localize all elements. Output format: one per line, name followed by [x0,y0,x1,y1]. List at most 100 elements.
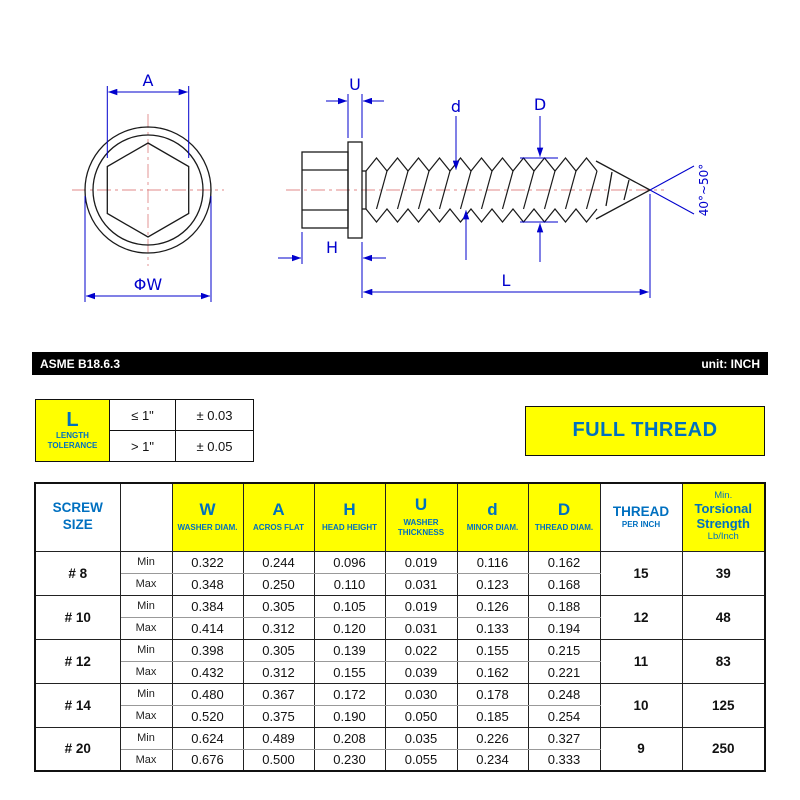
screw-size-cell: # 10 [34,594,121,640]
column-symbol: U [414,495,428,515]
header-row: SCREW SIZE W WASHER DIAM. A ACROS FLAT H… [34,482,766,552]
value-cell: 0.520 [171,704,244,728]
tolerance-title: LENGTH TOLERANCE [47,431,98,450]
dim-label-l: L [502,271,511,290]
full-thread-label: FULL THREAD [572,419,718,441]
value-cell: 0.221 [527,660,601,684]
column-header-thread-per-inch: THREAD PER INCH [599,482,683,552]
strength-cell: 48 [681,594,766,640]
min-label-cell: Min [119,682,173,706]
table-row: # 8 Min 0.322 0.244 0.096 0.019 0.116 0.… [34,550,766,596]
value-cell: 0.398 [171,638,244,662]
column-header-d-minor: d MINOR DIAM. [456,482,529,552]
value-cell: 0.116 [456,550,529,574]
strength-cell: 125 [681,682,766,728]
column-header-screw-size: SCREW SIZE [34,482,121,552]
value-cell: 0.105 [313,594,386,618]
min-label-cell: Min [119,594,173,618]
value-cell: 0.178 [456,682,529,706]
value-cell: 0.215 [527,638,601,662]
value-cell: 0.367 [242,682,315,706]
max-label-cell: Max [119,660,173,684]
table-row: # 20 Min 0.624 0.489 0.208 0.035 0.226 0… [34,726,766,772]
column-desc: ACROS FLAT [253,523,304,533]
value-cell: 0.188 [527,594,601,618]
strength-header-line4: Lb/Inch [707,531,739,543]
column-header-u: U WASHER THICKNESS [384,482,458,552]
value-cell: 0.030 [384,682,458,706]
thread-per-inch-cell: 12 [599,594,683,640]
value-cell: 0.244 [242,550,315,574]
value-cell: 0.096 [313,550,386,574]
strength-header-line3: Strength [696,516,750,532]
min-label-cell: Min [119,726,173,750]
table-row: # 12 Min 0.398 0.305 0.139 0.022 0.155 0… [34,638,766,684]
value-cell: 0.333 [527,748,601,772]
tolerance-value: ± 0.05 [175,430,254,462]
value-cell: 0.190 [313,704,386,728]
table-row: Max 0.520 0.375 0.190 0.050 0.185 0.254 [35,704,765,728]
value-cell: 0.414 [171,616,244,640]
thread-pattern [365,157,598,223]
screw-size-cell: # 8 [34,550,121,596]
dim-label-a: A [143,71,154,90]
middle-row: L LENGTH TOLERANCE ≤ 1" ± 0.03 > 1" ± 0.… [35,399,765,462]
value-cell: 0.432 [171,660,244,684]
min-label-cell: Min [119,550,173,574]
value-cell: 0.055 [384,748,458,772]
unit-label: unit: INCH [701,356,760,371]
value-cell: 0.039 [384,660,458,684]
value-cell: 0.348 [171,572,244,596]
column-header-blank [119,482,173,552]
technical-drawing: A ΦW U d D H L 40°~50° ASME B18.6.3 unit… [0,0,800,375]
full-thread-banner: FULL THREAD [525,405,765,456]
column-header-h: H HEAD HEIGHT [313,482,386,552]
value-cell: 0.019 [384,550,458,574]
value-cell: 0.019 [384,594,458,618]
value-cell: 0.022 [384,638,458,662]
value-cell: 0.254 [527,704,601,728]
value-cell: 0.172 [313,682,386,706]
value-cell: 0.480 [171,682,244,706]
value-cell: 0.185 [456,704,529,728]
dim-label-phi-w: ΦW [134,275,163,294]
column-header-w: W WASHER DIAM. [171,482,244,552]
value-cell: 0.248 [527,682,601,706]
value-cell: 0.624 [171,726,244,750]
value-cell: 0.322 [171,550,244,574]
value-cell: 0.120 [313,616,386,640]
value-cell: 0.208 [313,726,386,750]
strength-cell: 83 [681,638,766,684]
value-cell: 0.489 [242,726,315,750]
value-cell: 0.162 [456,660,529,684]
value-cell: 0.123 [456,572,529,596]
strength-header-line2: Torsional [694,501,753,517]
table-row: Max 0.414 0.312 0.120 0.031 0.133 0.194 [35,616,765,640]
thread-per-inch-cell: 11 [599,638,683,684]
centerlines [72,114,664,266]
column-header-d-major: D THREAD DIAM. [527,482,601,552]
value-cell: 0.168 [527,572,601,596]
value-cell: 0.676 [171,748,244,772]
dim-label-u: U [349,75,361,94]
dim-label-tip-angle: 40°~50° [697,164,711,217]
thread-per-inch-cell: 15 [599,550,683,596]
value-cell: 0.155 [313,660,386,684]
column-symbol: D [557,500,571,520]
max-label-cell: Max [119,616,173,640]
standard-bar: ASME B18.6.3 unit: INCH [32,352,768,375]
value-cell: 0.305 [242,594,315,618]
tolerance-row: L LENGTH TOLERANCE ≤ 1" ± 0.03 [35,399,254,462]
column-desc: WASHER DIAM. [177,523,238,533]
value-cell: 0.234 [456,748,529,772]
column-desc: THREAD DIAM. [534,523,594,533]
table-row: # 14 Min 0.480 0.367 0.172 0.030 0.178 0… [34,682,766,728]
value-cell: 0.327 [527,726,601,750]
table-row: Max 0.348 0.250 0.110 0.031 0.123 0.168 [35,572,765,596]
screw-side-view [301,141,651,239]
dim-label-d-minor: d [451,97,461,116]
value-cell: 0.139 [313,638,386,662]
thread-header-line1: THREAD [612,504,670,520]
value-cell: 0.031 [384,572,458,596]
tolerance-condition: ≤ 1" [109,399,176,431]
